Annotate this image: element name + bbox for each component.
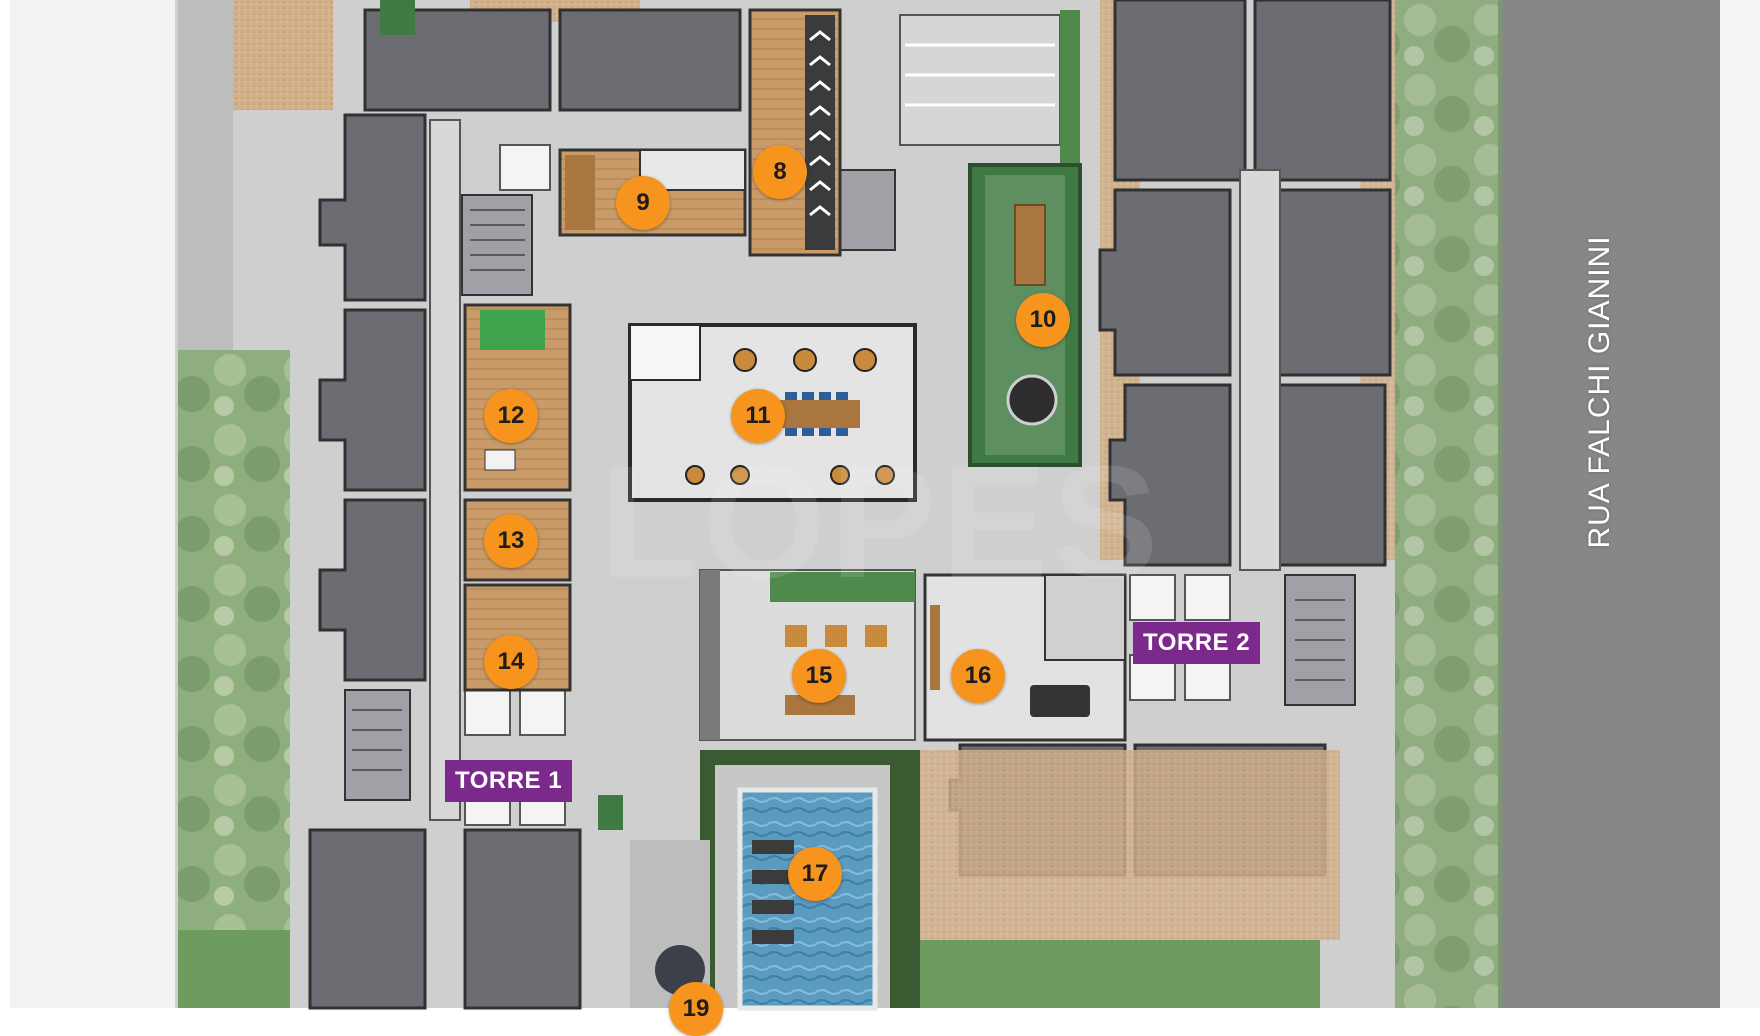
street-label: RUA FALCHI GIANINI [1583, 235, 1616, 549]
amenity-11-table [780, 400, 860, 428]
amenity-11-restroom [629, 324, 701, 381]
amenity-15-tables [785, 625, 887, 647]
amenity-11-chairs [785, 392, 848, 436]
marker-12: 12 [484, 389, 538, 443]
top-hedge [1060, 10, 1080, 165]
amenity-12-green-mat [480, 310, 545, 350]
amenity-15-hedge [770, 572, 915, 602]
left-margin [0, 0, 10, 1008]
left-garden-trees [178, 350, 290, 930]
street-trees [1395, 0, 1500, 1008]
amenity-12-table [484, 449, 516, 471]
planter-small [598, 795, 623, 830]
marker-19: 19 [669, 982, 723, 1036]
amenity-15-long-table [785, 695, 855, 715]
street-road [1500, 0, 1760, 1008]
amenity-10-play-structure [1014, 204, 1046, 286]
bottom-terrace [920, 750, 1340, 940]
marker-11: 11 [731, 389, 785, 443]
bottom-lawn [920, 940, 1320, 1008]
amenity-16-kitchen [1044, 574, 1126, 661]
sand-lot-left [233, 0, 333, 110]
tower-2-corridor [1239, 169, 1281, 571]
marker-8: 8 [753, 145, 807, 199]
marker-15: 15 [792, 649, 846, 703]
amenity-16-bar [930, 605, 940, 690]
right-margin [1720, 0, 1760, 1008]
amenity-11-round-tables [685, 348, 895, 485]
tower-1-label: TORRE 1 [445, 760, 573, 802]
watermark: LOPES [600, 432, 1163, 611]
planter-top-left [380, 0, 415, 35]
amenity-17-loungers [752, 840, 794, 944]
amenity-15-planter [700, 570, 720, 740]
amenity-9-bench [565, 155, 595, 230]
marker-9: 9 [616, 176, 670, 230]
amenity-16-sofa [1030, 685, 1090, 717]
left-border-strip [10, 0, 175, 1008]
amenity-8-chevrons [809, 30, 831, 217]
marker-14: 14 [484, 635, 538, 689]
marker-17: 17 [788, 847, 842, 901]
tower-2-label: TORRE 2 [1133, 622, 1261, 664]
left-lawn [178, 930, 290, 1008]
marker-16: 16 [951, 649, 1005, 703]
site-plan-drawing [0, 0, 1760, 1011]
stair-treads [352, 209, 1345, 771]
left-walkway [178, 0, 233, 350]
parking-lines [905, 43, 1055, 107]
tower-1-units [308, 8, 742, 1010]
top-parking [899, 14, 1061, 146]
amenity-10-trampoline [1006, 374, 1058, 426]
tower-1-corridor [429, 119, 461, 821]
marker-13: 13 [484, 514, 538, 568]
marker-10: 10 [1016, 293, 1070, 347]
